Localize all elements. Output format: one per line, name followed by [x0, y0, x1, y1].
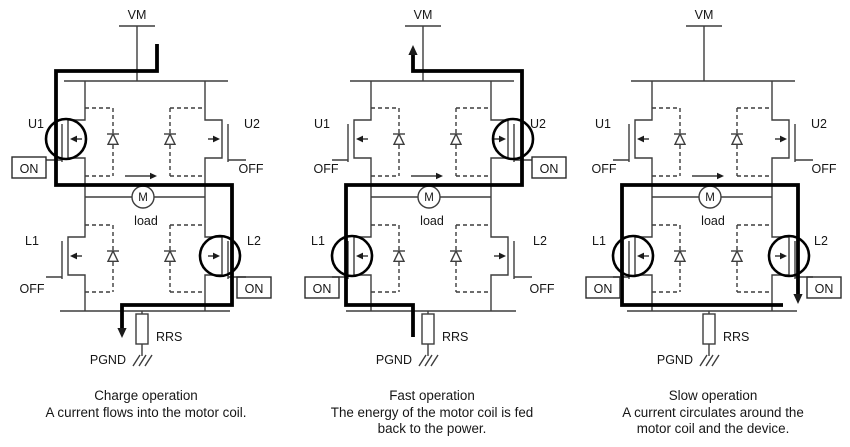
mosfet-arrow-icons [637, 135, 787, 260]
state-u2-label: OFF [812, 162, 837, 176]
vm-label: VM [128, 8, 147, 22]
state-l1-label: ON [594, 282, 613, 296]
load-label: load [134, 214, 158, 228]
u2-label: U2 [530, 117, 546, 131]
on-state-box [806, 276, 842, 299]
mosfet-arrow-icons [356, 135, 506, 260]
l1-label: L1 [592, 234, 606, 248]
caption-line-3: back to the power. [378, 421, 487, 436]
panel-charge-operation: VM U1 U2 L1 L2 M load RRS PGND ON OFF OF… [11, 8, 272, 420]
current-path-overlay [585, 183, 842, 307]
circuit-wires [46, 25, 246, 356]
active-fet-highlight-circle [198, 234, 242, 278]
l2-label: L2 [814, 234, 828, 248]
caption-line-2: A current circulates around the [622, 405, 804, 420]
caption-line-3: motor coil and the device. [637, 421, 790, 436]
state-l2-label: OFF [530, 282, 555, 296]
u1-label: U1 [595, 117, 611, 131]
panel-fast-operation: VM U1 U2 L1 L2 M load RRS PGND OFF ON ON… [304, 8, 567, 436]
state-u1-label: OFF [592, 162, 617, 176]
state-u2-label: OFF [239, 162, 264, 176]
u1-label: U1 [28, 117, 44, 131]
caption-line-1: Slow operation [669, 388, 758, 403]
state-l1-label: ON [313, 282, 332, 296]
mosfet-arrow-icons [70, 135, 220, 260]
state-u2-label: ON [540, 162, 559, 176]
motor-m-label: M [705, 192, 715, 204]
caption-line-1: Charge operation [94, 388, 197, 403]
load-label: load [701, 214, 725, 228]
body-diode-icons [392, 132, 463, 262]
on-state-box [11, 156, 47, 179]
l2-label: L2 [247, 234, 261, 248]
active-fet-highlight-circle [491, 117, 535, 161]
current-arrowhead-icon [793, 294, 803, 304]
body-diode-dashed-wires [652, 107, 772, 293]
current-path-overlay [11, 44, 272, 338]
body-diode-icons [673, 132, 744, 262]
body-diode-icons [106, 132, 177, 262]
ground-icon [418, 354, 439, 367]
rrs-label: RRS [442, 330, 468, 344]
pgnd-label: PGND [657, 353, 693, 367]
state-u1-label: OFF [314, 162, 339, 176]
current-direction-arrow-icon [411, 172, 443, 180]
active-fet-highlight-circle [44, 117, 88, 161]
body-diode-dashed-wires [85, 107, 205, 293]
sense-resistor-icon [421, 313, 435, 345]
current-path [54, 44, 234, 331]
vm-label: VM [414, 8, 433, 22]
sense-resistor-icon [702, 313, 716, 345]
current-arrowhead-icon [408, 45, 418, 55]
current-arrowhead-icon [117, 328, 127, 338]
current-direction-arrow-icon [125, 172, 157, 180]
motor-m-label: M [138, 192, 148, 204]
ground-icon [132, 354, 153, 367]
caption-line-2: A current flows into the motor coil. [46, 405, 247, 420]
pgnd-label: PGND [90, 353, 126, 367]
on-state-box [236, 276, 272, 299]
l2-label: L2 [533, 234, 547, 248]
load-label: load [420, 214, 444, 228]
body-diode-dashed-wires [371, 107, 491, 293]
panel-slow-operation: VM U1 U2 L1 L2 M load RRS PGND OFF OFF O… [585, 8, 842, 436]
u2-label: U2 [811, 117, 827, 131]
current-path [344, 52, 524, 337]
active-fet-highlight-circle [330, 234, 374, 278]
state-l2-label: ON [815, 282, 834, 296]
current-path-overlay [304, 45, 567, 337]
sense-resistor-icon [135, 313, 149, 345]
motor-m-label: M [424, 192, 434, 204]
l1-label: L1 [311, 234, 325, 248]
on-state-box [531, 156, 567, 179]
active-fet-highlight-circle [611, 234, 655, 278]
u1-label: U1 [314, 117, 330, 131]
l1-label: L1 [25, 234, 39, 248]
ground-icon [699, 354, 720, 367]
rrs-label: RRS [156, 330, 182, 344]
caption-line-1: Fast operation [389, 388, 475, 403]
on-state-box [585, 276, 621, 299]
u2-label: U2 [244, 117, 260, 131]
caption-line-2: The energy of the motor coil is fed [331, 405, 533, 420]
state-u1-label: ON [20, 162, 39, 176]
rrs-label: RRS [723, 330, 749, 344]
vm-label: VM [695, 8, 714, 22]
current-direction-arrow-icon [692, 172, 724, 180]
state-l2-label: ON [245, 282, 264, 296]
state-l1-label: OFF [20, 282, 45, 296]
on-state-box [304, 276, 340, 299]
current-path [620, 183, 800, 307]
pgnd-label: PGND [376, 353, 412, 367]
active-fet-highlight-circle [767, 234, 811, 278]
